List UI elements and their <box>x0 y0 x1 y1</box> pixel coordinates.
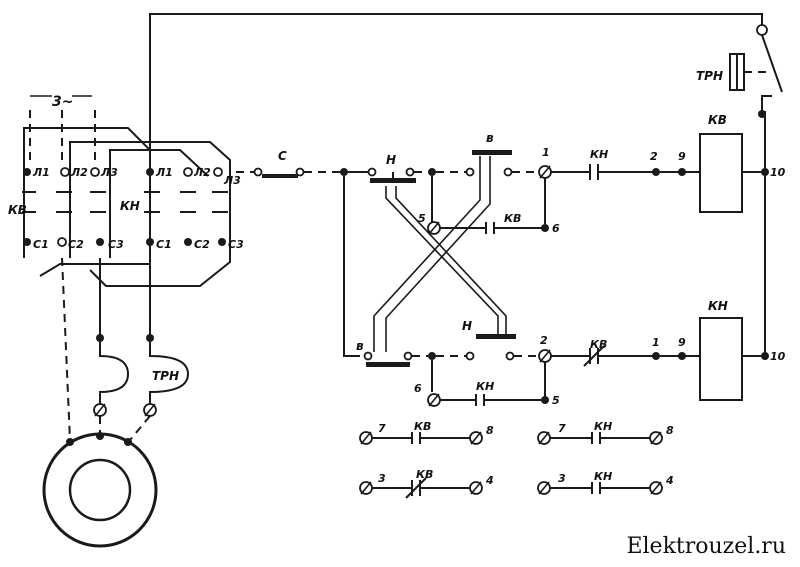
motor-rotor <box>68 458 132 522</box>
button-cross-linkage: Н <box>373 156 516 352</box>
node-1-lower-label: 1 <box>652 336 660 349</box>
kn-c1-label: С1 <box>156 238 172 251</box>
stop-button: С <box>253 149 360 357</box>
trn-label-top: ТРН <box>696 69 723 83</box>
kn-l3-label: Л3 <box>223 174 241 187</box>
aux-kv78-label: КВ <box>414 420 431 433</box>
node-10-upper-label: 10 <box>770 166 786 179</box>
node-2-lower-label: 2 <box>540 334 548 347</box>
node-5-upper-label: 5 <box>418 212 426 225</box>
auxiliary-contacts: 7 КВ 8 7 КН 8 3 КВ 4 <box>359 420 674 499</box>
node-5-lower-label: 5 <box>552 394 560 407</box>
three-phase-label: 3~ <box>52 94 73 110</box>
power-contactors: 3~ Л1 Л2 Л3 Л1 Л2 Л3 КВ КН <box>8 94 262 287</box>
button-n-upper-label: Н <box>386 153 396 167</box>
node-9-lower-label: 9 <box>678 336 686 349</box>
kn-hold-contact-label: КН <box>476 380 494 393</box>
kv-coil <box>699 133 743 213</box>
aux-kn34-label: КН <box>594 470 612 483</box>
aux-kn78-node7: 7 <box>558 422 566 435</box>
aux-kn78-label: КН <box>594 420 612 433</box>
node-2-upper-label: 2 <box>650 150 658 163</box>
kv-c3-label: С3 <box>108 238 124 251</box>
kn-l2-label: Л2 <box>193 166 211 179</box>
kv-l1-label: Л1 <box>32 166 50 179</box>
kn-c3-label: С3 <box>228 238 244 251</box>
kn-contactor-label: КН <box>120 199 140 213</box>
aux-kn34-node3: 3 <box>558 472 566 485</box>
kv-c2-label: С2 <box>68 238 84 251</box>
node-6-upper-label: 6 <box>552 222 560 235</box>
kn-interlock-upper-label: КН <box>590 148 608 161</box>
aux-kn78-node8: 8 <box>666 424 674 437</box>
trn-label-heaters: ТРН <box>152 369 179 383</box>
kn-coil-label: КН <box>708 299 728 313</box>
kv-c1-label: С1 <box>33 238 49 251</box>
kv-l2-label: Л2 <box>70 166 88 179</box>
aux-kv34-node3: 3 <box>378 472 386 485</box>
node-6-lower-label: 6 <box>414 382 422 395</box>
site-watermark: Elektrouzel.ru <box>626 534 786 559</box>
node-10-lower-label: 10 <box>770 350 786 363</box>
button-n-lower-label: Н <box>462 319 472 333</box>
motor-circuit: ТРН <box>42 257 190 548</box>
kn-coil <box>699 317 743 401</box>
kv-contactor-label: КВ <box>8 203 27 217</box>
kv-coil-label: КВ <box>708 113 727 127</box>
node-1-upper-label: 1 <box>542 146 550 159</box>
aux-kv34-label: КВ <box>416 468 433 481</box>
thermal-relay-contact: ТРН <box>696 34 783 360</box>
kv-hold-contact-label: КВ <box>504 212 521 225</box>
stop-button-label: С <box>278 149 287 163</box>
lower-rung-kn: в 2 КВ 1 9 КН 10 6 <box>356 299 786 407</box>
aux-kv78-node7: 7 <box>378 422 386 435</box>
kv-l3-label: Л3 <box>100 166 118 179</box>
top-return-wire <box>149 13 768 235</box>
kn-c2-label: С2 <box>194 238 210 251</box>
kv-interlock-lower-label: КВ <box>590 338 607 351</box>
aux-kv78-node8: 8 <box>486 424 494 437</box>
upper-rung-kv: Н в 5 КВ 6 1 КН 2 9 <box>348 113 786 235</box>
kn-l1-label: Л1 <box>155 166 173 179</box>
aux-kv34-node4: 4 <box>485 474 494 487</box>
button-v-lower-label: в <box>356 339 364 353</box>
button-v-upper-label: в <box>486 131 494 145</box>
node-9-upper-label: 9 <box>678 150 686 163</box>
aux-kn34-node4: 4 <box>665 474 674 487</box>
